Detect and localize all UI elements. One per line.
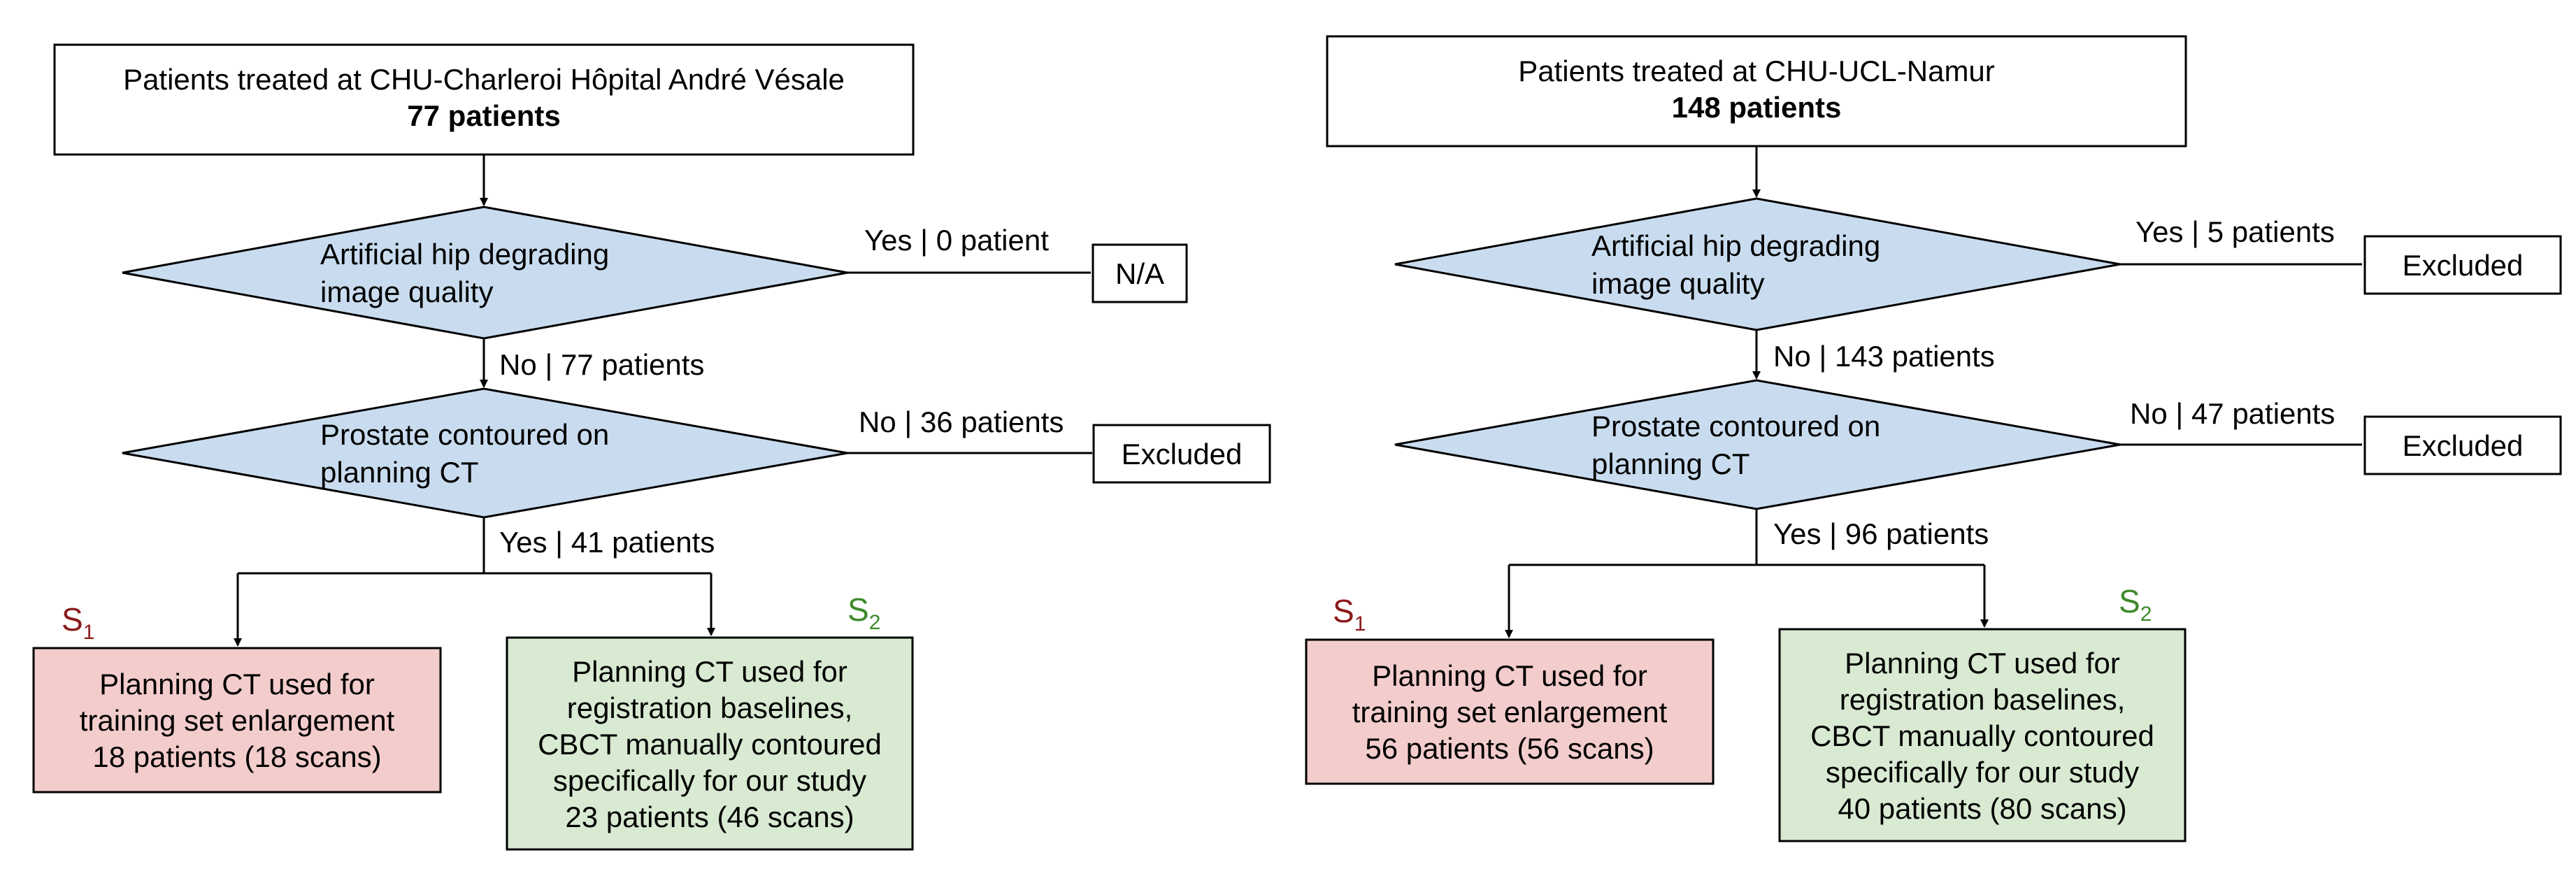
left-flowchart: Patients treated at CHU-Charleroi Hôpita… — [32, 43, 1271, 851]
right-s2-line1: Planning CT used for — [1845, 647, 2120, 680]
right-d2-line1: Prostate contoured on — [1591, 410, 1880, 443]
left-excluded-label-2: Excluded — [1122, 438, 1243, 471]
left-d1-yes-label: Yes | 0 patient — [864, 224, 1049, 257]
right-s1-box — [1305, 638, 1715, 785]
right-s2-line4: specifically for our study — [1826, 756, 2139, 789]
right-s2-line2: registration baselines, — [1840, 683, 2126, 716]
left-s2-letter: S — [847, 591, 869, 628]
left-d2-line1: Prostate contoured on — [320, 418, 609, 451]
left-s2-line5: 23 patients (46 scans) — [565, 800, 854, 833]
right-top-title: Patients treated at CHU-UCL-Namur — [1518, 55, 1995, 87]
left-top-title: Patients treated at CHU-Charleroi Hôpita… — [123, 63, 845, 96]
left-s1-line3: 18 patients (18 scans) — [92, 740, 381, 773]
left-s1-line2: training set enlargement — [80, 704, 395, 737]
right-s1-sub: 1 — [1354, 612, 1366, 636]
left-s1-label: S1 — [62, 601, 94, 644]
right-top-box — [1326, 35, 2187, 148]
left-s1-line1: Planning CT used for — [99, 668, 375, 701]
right-diamond-prostate — [1394, 379, 2121, 510]
right-flowchart: Patients treated at CHU-UCL-Namur 148 pa… — [1305, 35, 2562, 842]
left-s1-box — [32, 647, 442, 794]
right-s2-letter: S — [2119, 583, 2140, 619]
right-s1-line1: Planning CT used for — [1372, 659, 1647, 692]
left-excluded-box-2 — [1092, 424, 1271, 484]
left-s2-sub: 2 — [869, 611, 881, 634]
right-excluded-box-2 — [2363, 415, 2562, 475]
left-s2-box — [506, 636, 914, 851]
right-s2-box — [1778, 628, 2187, 842]
right-diamond-hip — [1394, 197, 2121, 331]
right-s1-letter: S — [1333, 593, 1354, 629]
left-d1-line2: image quality — [320, 275, 493, 308]
right-d1-yes-label: Yes | 5 patients — [2135, 215, 2335, 248]
left-d1-line1: Artificial hip degrading — [320, 238, 609, 271]
right-s1-label: S1 — [1333, 593, 1366, 636]
left-d2-no-label: No | 36 patients — [859, 405, 1064, 438]
left-top-box — [53, 43, 915, 156]
right-excluded-label-1: Excluded — [2403, 249, 2524, 282]
left-d2-line2: planning CT — [320, 456, 478, 489]
left-s2-line4: specifically for our study — [553, 764, 866, 797]
left-na-label: N/A — [1115, 257, 1164, 290]
left-s1-sub: 1 — [83, 621, 95, 644]
right-d1-line2: image quality — [1591, 267, 1764, 300]
right-d2-no-label: No | 47 patients — [2130, 397, 2335, 430]
left-s2-line1: Planning CT used for — [572, 655, 847, 688]
left-top-count: 77 patients — [407, 99, 560, 132]
right-excluded-box-1 — [2363, 235, 2562, 295]
right-excluded-label-2: Excluded — [2403, 429, 2524, 462]
right-top-count: 148 patients — [1672, 91, 1842, 124]
right-s2-line3: CBCT manually contoured — [1810, 719, 2154, 752]
left-s2-label: S2 — [847, 591, 880, 634]
left-d2-yes-label: Yes | 41 patients — [499, 526, 715, 559]
left-s2-line3: CBCT manually contoured — [538, 728, 882, 761]
right-s2-line5: 40 patients (80 scans) — [1838, 792, 2126, 825]
right-d1-no-label: No | 143 patients — [1773, 340, 1995, 373]
left-d1-no-label: No | 77 patients — [499, 348, 704, 381]
left-s1-letter: S — [62, 601, 83, 638]
right-s1-line2: training set enlargement — [1352, 696, 1668, 728]
left-s2-line2: registration baselines, — [567, 691, 853, 724]
left-na-box — [1092, 243, 1188, 303]
right-s2-label: S2 — [2119, 583, 2152, 626]
right-d2-yes-label: Yes | 96 patients — [1773, 517, 1989, 550]
right-d2-line2: planning CT — [1591, 447, 1749, 480]
right-d1-line1: Artificial hip degrading — [1591, 229, 1880, 262]
right-s2-sub: 2 — [2140, 603, 2152, 626]
left-diamond-hip — [122, 206, 848, 340]
right-s1-line3: 56 patients (56 scans) — [1365, 732, 1654, 765]
left-diamond-prostate — [122, 387, 848, 519]
